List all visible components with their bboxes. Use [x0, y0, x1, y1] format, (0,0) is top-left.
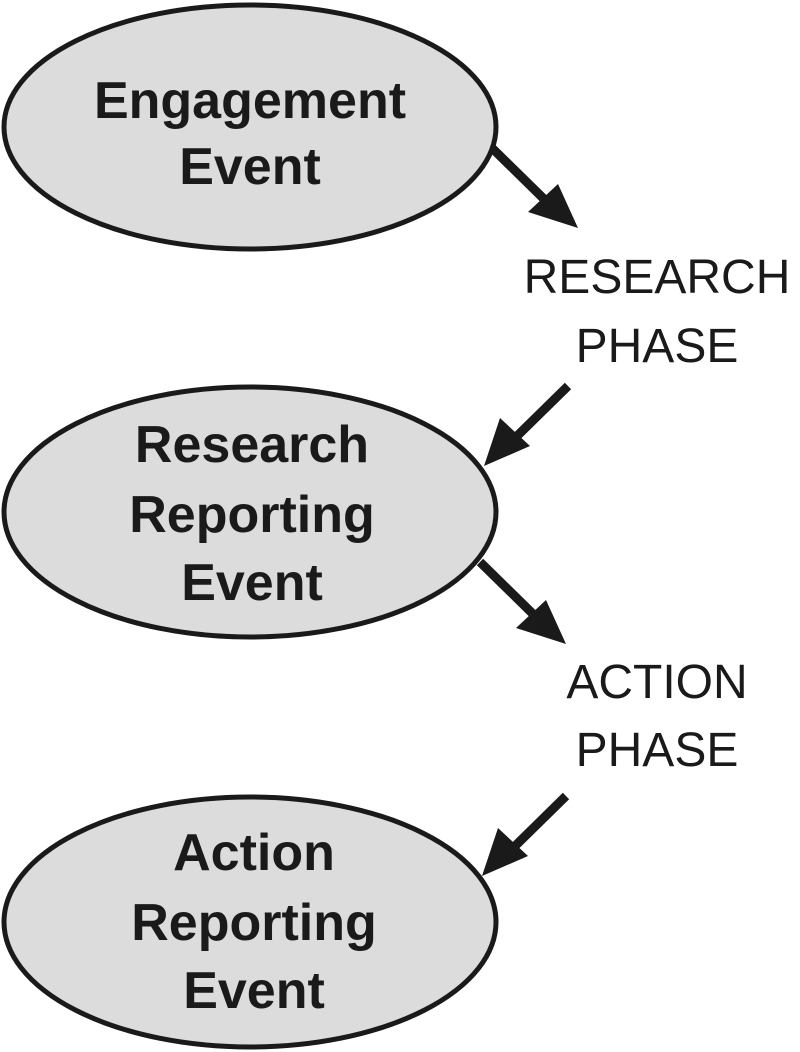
- action-phase-line-2: PHASE: [576, 724, 739, 777]
- action-reporting-event-line-1: Action: [173, 824, 335, 882]
- research-reporting-event-line-2: Reporting: [129, 486, 375, 544]
- research-phase-line-2: PHASE: [576, 320, 739, 373]
- action-reporting-event-line-2: Reporting: [131, 894, 377, 952]
- arrow-to-action-reporting-event: [482, 792, 570, 876]
- action-reporting-event-line-3: Event: [183, 962, 325, 1020]
- engagement-event-line-2: Event: [179, 138, 321, 196]
- research-reporting-event-line-3: Event: [181, 554, 323, 612]
- research-reporting-event-node: Research Reporting Event: [1, 384, 499, 640]
- engagement-event-ellipse: [1, 2, 499, 252]
- research-phase-line-1: RESEARCH: [524, 251, 791, 304]
- action-reporting-event-node: Action Reporting Event: [1, 794, 499, 1050]
- action-phase-label: ACTION PHASE: [566, 656, 747, 777]
- action-phase-line-1: ACTION: [566, 656, 747, 709]
- arrow-to-research-phase: [488, 144, 578, 228]
- engagement-event-node: Engagement Event: [1, 2, 499, 252]
- arrow-to-research-reporting-event: [484, 382, 572, 466]
- research-reporting-event-ellipse: [1, 384, 499, 640]
- action-reporting-event-ellipse: [1, 794, 499, 1050]
- arrow-to-action-phase: [476, 558, 566, 644]
- research-reporting-event-line-1: Research: [135, 416, 369, 474]
- engagement-event-line-1: Engagement: [94, 72, 406, 130]
- research-phase-label: RESEARCH PHASE: [524, 251, 791, 373]
